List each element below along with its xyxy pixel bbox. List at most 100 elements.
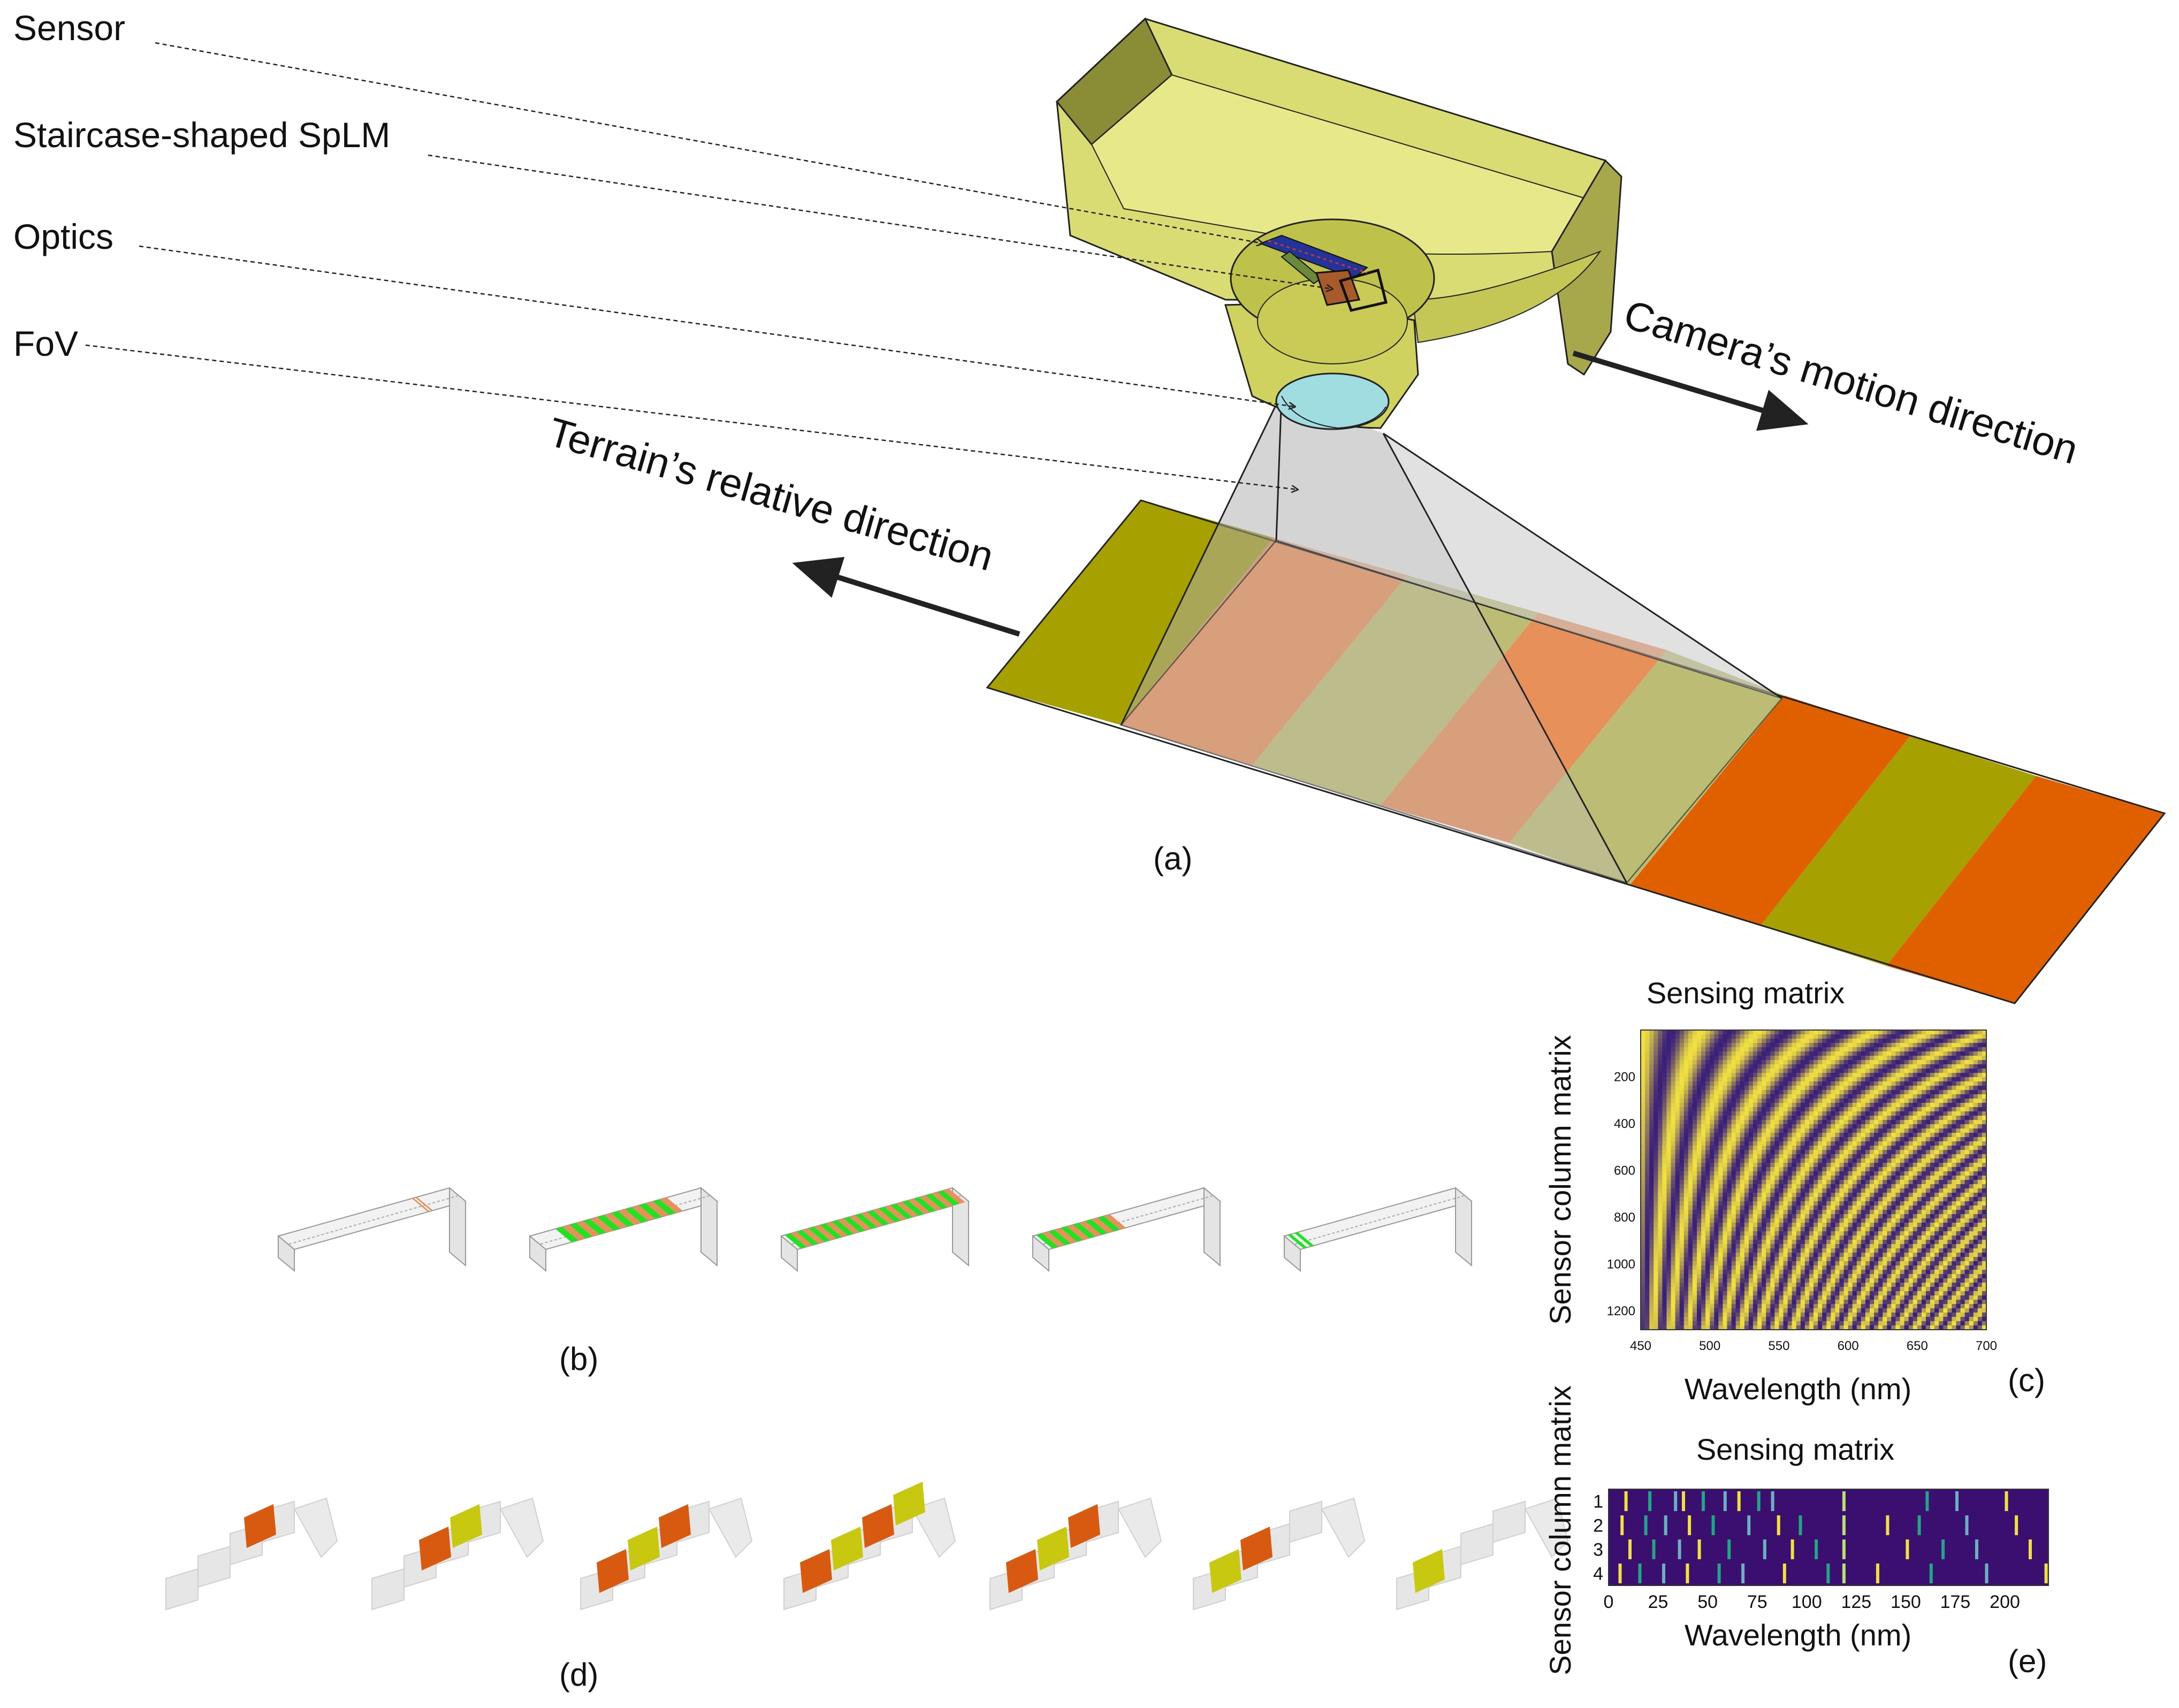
chart-e-xtick: 25	[1648, 1592, 1668, 1612]
chart-c-xtick: 550	[1768, 1339, 1789, 1353]
chart-e-line	[2029, 1539, 2032, 1559]
tile-stair-3	[580, 1497, 753, 1611]
chart-e-line	[1757, 1491, 1761, 1511]
chart-e-line	[1737, 1491, 1741, 1511]
callout-splm: Staircase-shaped SpLM	[13, 115, 390, 155]
camera-motion-arrow	[1572, 350, 1809, 431]
chart-e-xtick: 50	[1697, 1592, 1718, 1612]
chart-e-ylabel: Sensor column matrix	[1543, 1385, 1577, 1675]
sensor-splm-module	[1259, 234, 1388, 312]
terrain-band-6	[1629, 696, 1910, 926]
chart-e-line	[1917, 1515, 1921, 1535]
chart-e-ytick: 1	[1593, 1492, 1603, 1512]
panel-d	[165, 1482, 1569, 1611]
callout-optics: Optics	[13, 217, 113, 256]
chart-e-line	[1717, 1564, 1721, 1583]
chart-e-line	[1771, 1491, 1774, 1511]
tile-stair-2	[371, 1497, 544, 1611]
chart-e-line	[1662, 1564, 1665, 1583]
terrain-direction-label: Terrain’s relative direction	[543, 409, 998, 580]
chart-e-line	[1652, 1539, 1656, 1559]
chart-e-line	[1955, 1491, 1959, 1511]
splm-frame-3	[780, 1186, 970, 1272]
chart-e-line	[1628, 1539, 1632, 1559]
chart-e-line	[1620, 1515, 1624, 1535]
chart-e-xtick: 100	[1792, 1592, 1822, 1612]
chart-e-heatmap	[1609, 1489, 2048, 1585]
chart-e-line	[1906, 1539, 1909, 1559]
chart-e-line	[1747, 1515, 1751, 1535]
chart-e-line	[1763, 1539, 1766, 1559]
panel-b	[277, 1186, 1473, 1272]
chart-e-line	[1876, 1564, 1879, 1583]
terrain-strip	[986, 499, 2166, 1004]
chart-e-line	[1842, 1515, 1846, 1535]
tile-stair-1	[165, 1497, 338, 1611]
chart-e-ytick: 2	[1593, 1516, 1603, 1536]
tile-stair-4	[783, 1482, 956, 1611]
tile-stair-7	[1396, 1497, 1569, 1611]
chart-e-line	[2015, 1515, 2018, 1535]
chart-e-xtick: 125	[1841, 1592, 1871, 1612]
chart-c-xlabel: Wavelength (nm)	[1685, 1372, 1911, 1406]
chart-e-line	[1674, 1491, 1678, 1511]
chart-e-ytick: 4	[1593, 1564, 1603, 1584]
chart-c-ylabel: Sensor column matrix	[1543, 1035, 1577, 1325]
chart-e-line	[1686, 1564, 1689, 1583]
chart-c-ytick: 200	[1614, 1070, 1635, 1085]
camera-housing	[1055, 17, 1622, 430]
chart-e-line	[1975, 1539, 1978, 1559]
chart-e-line	[1886, 1515, 1890, 1535]
chart-e-title: Sensing matrix	[1696, 1432, 1894, 1466]
splm-frame-4	[1031, 1186, 1222, 1272]
callout-sensor: Sensor	[13, 8, 125, 48]
chart-e-line	[1842, 1564, 1846, 1583]
chart-c-xtick: 500	[1699, 1339, 1720, 1353]
chart-e-line	[1777, 1515, 1780, 1535]
chart-e-line	[1791, 1539, 1794, 1559]
chart-e-line	[1727, 1539, 1731, 1559]
chart-e-xtick: 175	[1940, 1592, 1971, 1612]
chart-e-line	[1688, 1515, 1692, 1535]
chart-e-line	[1638, 1564, 1642, 1583]
terrain-direction-arrow	[792, 556, 1020, 637]
terrain-band-8	[1886, 776, 2165, 1003]
chart-e-line	[1723, 1491, 1727, 1511]
chart-e-line	[1782, 1564, 1786, 1583]
terrain-band-5	[1509, 650, 1785, 886]
splm-frame-1	[277, 1186, 467, 1272]
chart-c-xtick: 600	[1838, 1339, 1859, 1353]
tile-stair-5	[989, 1497, 1162, 1611]
chart-e-line	[1799, 1515, 1802, 1535]
chart-c-ytick: 400	[1614, 1117, 1635, 1131]
chart-c-title: Sensing matrix	[1647, 976, 1845, 1010]
chart-e-xtick: 200	[1990, 1592, 2020, 1612]
terrain-band-7	[1761, 736, 2036, 966]
chart-e-line	[1618, 1564, 1622, 1583]
chart-c-ytick: 1000	[1607, 1257, 1635, 1272]
chart-e-line	[1842, 1539, 1846, 1559]
terrain-outline	[986, 499, 2166, 1004]
chart-e-line	[1925, 1491, 1929, 1511]
chart-c-xtick: 650	[1907, 1339, 1928, 1353]
chart-e-line	[1711, 1515, 1715, 1535]
terrain-band-2	[1121, 538, 1407, 765]
chart-e-xtick: 75	[1747, 1592, 1767, 1612]
panel-label-a: (a)	[1153, 841, 1192, 876]
chart-e-line	[1741, 1564, 1745, 1583]
chart-e-line	[1624, 1491, 1628, 1511]
chart-e-line	[1644, 1515, 1648, 1535]
panel-a: Camera’s motion direction Terrain’s rela…	[13, 8, 2166, 1004]
chart-e-line	[1815, 1539, 1818, 1559]
chart-e-ytick: 3	[1593, 1540, 1603, 1560]
panel-label-b: (b)	[559, 1341, 598, 1377]
chart-e-line	[1929, 1564, 1933, 1583]
chart-c-ytick: 600	[1614, 1164, 1635, 1178]
chart-e-line	[1842, 1491, 1846, 1511]
chart-c-ytick: 800	[1614, 1210, 1635, 1225]
chart-c-heatmap	[1641, 1030, 1986, 1330]
fov-cone	[1119, 393, 1784, 884]
chart-e-line	[1826, 1564, 1830, 1583]
